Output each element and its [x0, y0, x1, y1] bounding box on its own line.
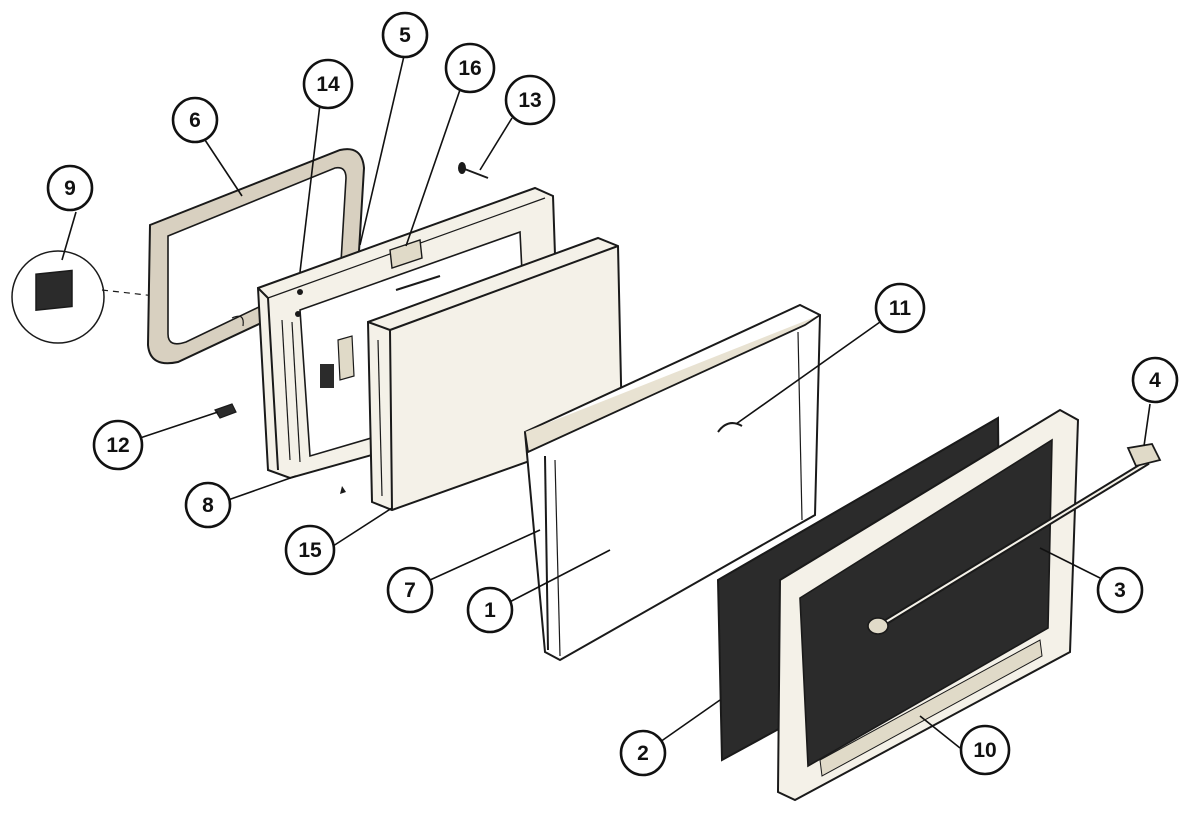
- part-4-handle-end-cap: [1126, 443, 1162, 468]
- callout-10: 10: [959, 724, 1011, 776]
- part-12-clip: [214, 403, 237, 419]
- svg-text:6: 6: [189, 109, 201, 132]
- svg-text:9: 9: [64, 177, 76, 200]
- svg-text:3: 3: [1114, 579, 1126, 602]
- callout-5: 5: [381, 11, 429, 59]
- callout-14: 14: [302, 58, 354, 110]
- svg-text:7: 7: [404, 579, 416, 602]
- callout-7: 7: [386, 566, 434, 614]
- callout-3: 3: [1096, 566, 1144, 614]
- svg-text:13: 13: [518, 89, 541, 112]
- svg-text:1: 1: [484, 599, 496, 622]
- part-1-inner-glass-panel: [523, 303, 822, 662]
- callout-11: 11: [874, 282, 926, 334]
- svg-text:11: 11: [889, 297, 912, 320]
- callout-6: 6: [171, 96, 219, 144]
- svg-text:4: 4: [1149, 369, 1161, 392]
- svg-text:15: 15: [298, 539, 322, 562]
- callout-13: 13: [504, 74, 556, 126]
- svg-text:10: 10: [973, 739, 996, 762]
- svg-text:8: 8: [202, 494, 214, 517]
- part-10-outer-door-frame: [776, 408, 1080, 802]
- callout-1: 1: [466, 586, 514, 634]
- callout-12: 12: [92, 419, 144, 471]
- part-13-screw: [458, 162, 489, 179]
- callout-9: 9: [46, 164, 94, 212]
- svg-text:2: 2: [637, 742, 649, 765]
- leader-lines: [61, 55, 1151, 749]
- part-9-detail-filter: [11, 250, 263, 344]
- svg-text:14: 14: [316, 73, 340, 96]
- svg-text:12: 12: [106, 434, 129, 457]
- svg-text:16: 16: [458, 57, 481, 80]
- callout-16: 16: [444, 42, 496, 94]
- part-3-door-handle: [867, 459, 1150, 635]
- callout-8: 8: [184, 481, 232, 529]
- callout-4: 4: [1131, 356, 1179, 404]
- callout-2: 2: [619, 729, 667, 777]
- svg-text:5: 5: [399, 24, 411, 47]
- callout-15: 15: [284, 524, 336, 576]
